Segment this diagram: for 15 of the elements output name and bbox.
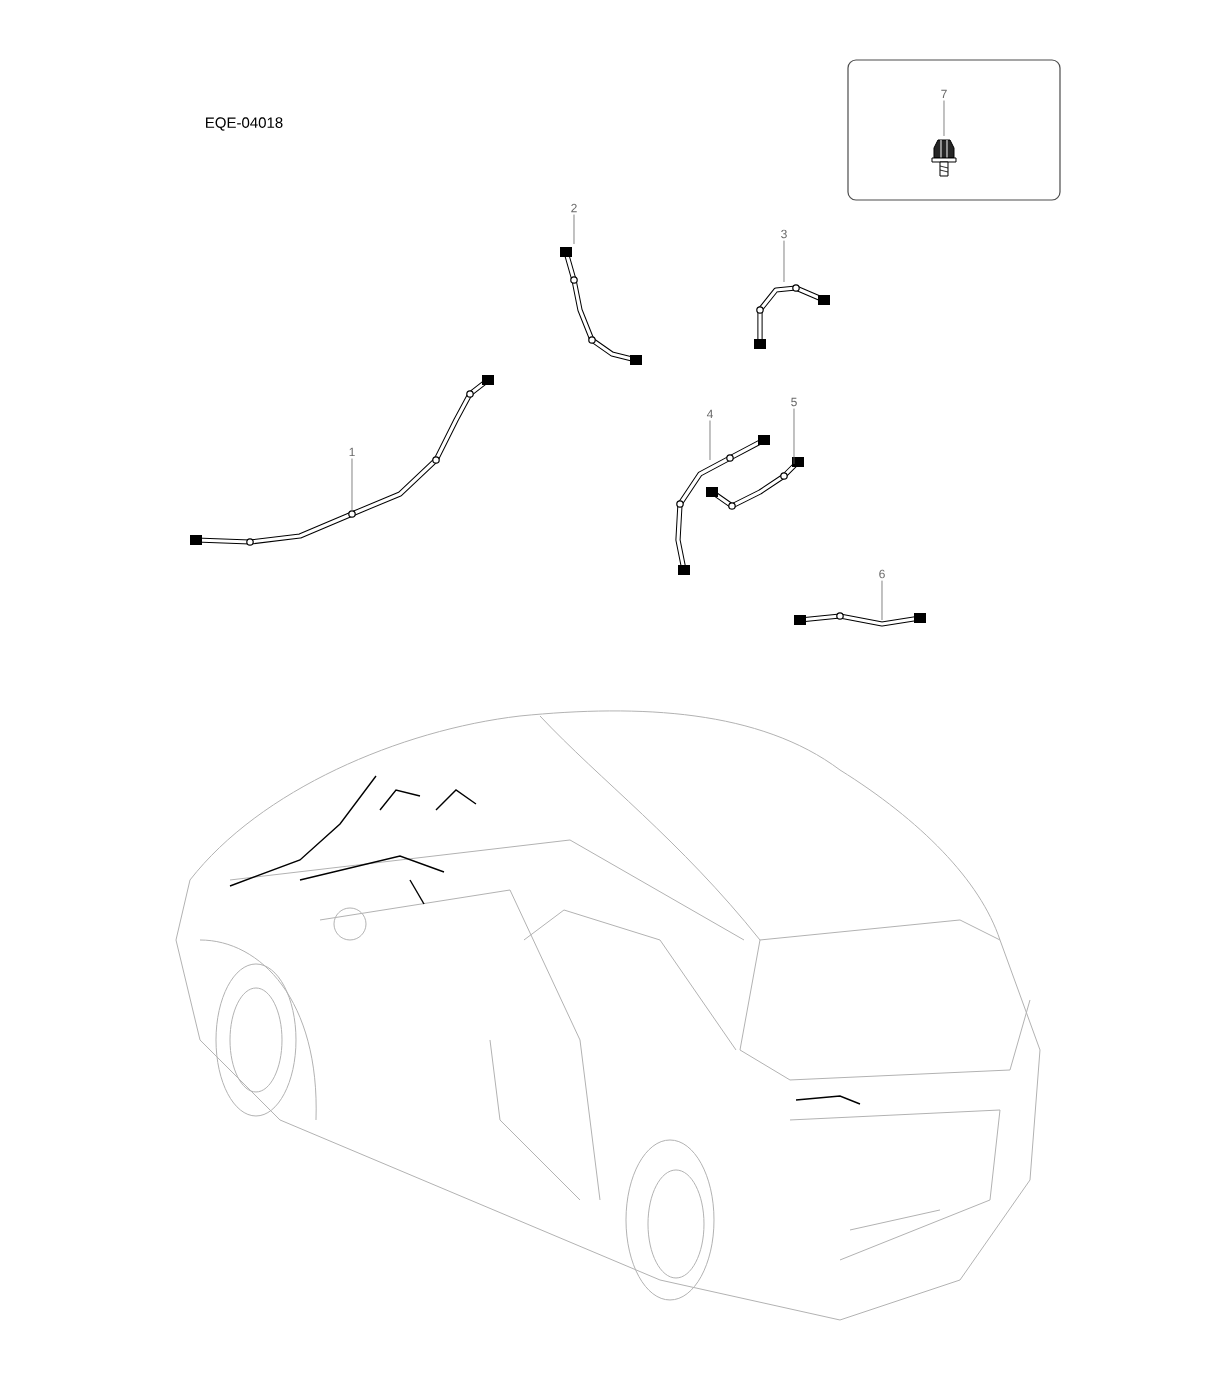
leader-line bbox=[881, 580, 883, 621]
harness-drawing bbox=[754, 284, 830, 349]
leader-line bbox=[351, 458, 353, 513]
leader-line bbox=[783, 240, 785, 283]
leader-line bbox=[943, 100, 945, 137]
harness-drawing bbox=[675, 435, 770, 575]
harness-drawing bbox=[560, 247, 642, 365]
harness-drawing bbox=[190, 375, 494, 546]
leader-line bbox=[793, 408, 795, 465]
leader-line bbox=[573, 214, 575, 245]
harness-drawing bbox=[794, 612, 926, 627]
detail-frame bbox=[847, 59, 1061, 201]
leader-line bbox=[709, 420, 711, 461]
harness-drawing bbox=[706, 457, 804, 510]
harness-drawing bbox=[931, 139, 957, 177]
